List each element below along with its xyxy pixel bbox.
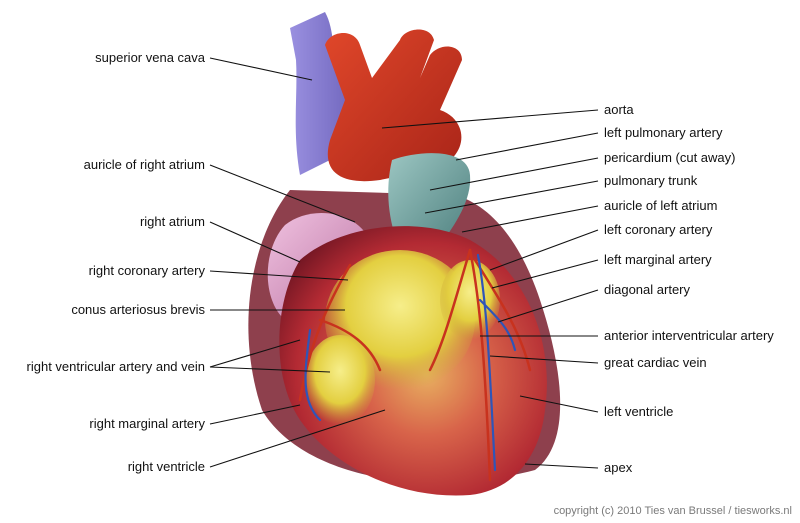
leader-line xyxy=(491,259,599,289)
label-pericardium-cut-away: pericardium (cut away) xyxy=(604,150,736,165)
leader-line xyxy=(209,339,301,368)
aorta-shape xyxy=(325,29,462,182)
leader-line xyxy=(424,180,599,214)
leader-line xyxy=(209,366,331,373)
leader-line xyxy=(209,270,349,281)
label-auricle-of-left-atrium: auricle of left atrium xyxy=(604,198,718,213)
label-aorta: aorta xyxy=(604,102,634,117)
label-apex: apex xyxy=(604,460,633,475)
label-left-pulmonary-artery: left pulmonary artery xyxy=(604,125,723,140)
label-auricle-of-right-atrium: auricle of right atrium xyxy=(83,157,205,172)
leader-line xyxy=(489,355,599,364)
leader-line xyxy=(209,57,313,81)
leader-line xyxy=(209,404,301,425)
label-left-ventricle: left ventricle xyxy=(604,404,674,419)
pulmonary-trunk-shape xyxy=(388,153,471,250)
leader-line xyxy=(209,409,386,468)
label-left-marginal-artery: left marginal artery xyxy=(604,252,712,267)
leader-line xyxy=(461,205,599,233)
coronary-arteries xyxy=(298,248,532,482)
leader-line xyxy=(209,221,301,263)
label-right-ventricle: right ventricle xyxy=(127,459,205,474)
leader-lines-left xyxy=(209,57,386,468)
fat-patch xyxy=(440,260,500,340)
leader-lines-right xyxy=(381,109,599,469)
label-great-cardiac-vein: great cardiac vein xyxy=(604,355,707,370)
leader-line xyxy=(519,395,599,413)
label-left-coronary-artery: left coronary artery xyxy=(604,222,713,237)
label-right-atrium: right atrium xyxy=(139,214,205,229)
label-right-coronary-artery: right coronary artery xyxy=(88,263,205,278)
label-superior-vena-cava: superior vena cava xyxy=(95,50,205,65)
label-pulmonary-trunk: pulmonary trunk xyxy=(604,173,698,188)
leader-line xyxy=(209,164,356,223)
label-right-ventricular-artery-and-vein: right ventricular artery and vein xyxy=(26,359,205,374)
label-right-marginal-artery: right marginal artery xyxy=(89,416,205,431)
label-anterior-interventricular-artery: anterior interventricular artery xyxy=(604,328,774,343)
leader-line xyxy=(489,229,599,271)
leader-line xyxy=(455,132,599,161)
coronary-veins xyxy=(304,253,517,472)
leader-line xyxy=(429,157,599,191)
leader-line xyxy=(381,109,599,129)
copyright-notice: copyright (c) 2010 Ties van Brussel / ti… xyxy=(553,505,792,517)
leader-line xyxy=(524,463,599,469)
label-conus-arteriosus-brevis: conus arteriosus brevis xyxy=(71,302,205,317)
fat-patch xyxy=(305,335,375,425)
label-diagonal-artery: diagonal artery xyxy=(604,282,690,297)
leader-line xyxy=(497,289,599,323)
